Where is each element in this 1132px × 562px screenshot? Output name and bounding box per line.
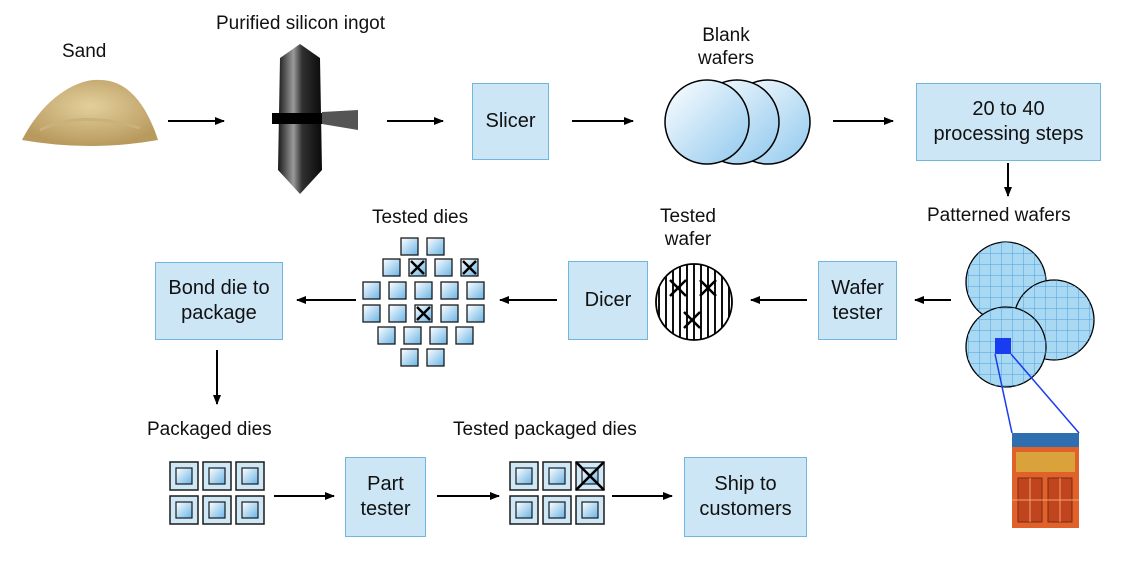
ship-to-customers-box: Ship to customers (684, 457, 807, 537)
die (466, 281, 485, 300)
label-tested-wafer: Tested wafer (660, 206, 716, 250)
bond-die-box: Bond die to package (155, 262, 283, 340)
dicer-label: Dicer (584, 289, 632, 311)
die (400, 237, 419, 256)
die (400, 348, 419, 367)
die (440, 281, 459, 300)
blank-wafers-icon (664, 79, 811, 165)
die (440, 304, 459, 323)
die (362, 281, 381, 300)
die (403, 326, 422, 345)
die (434, 258, 453, 277)
die (362, 304, 381, 323)
part-tester-label: Part tester (360, 473, 411, 520)
label-tested-dies: Tested dies (372, 207, 469, 228)
processing-steps-label: 20 to 40 processing steps (933, 98, 1084, 145)
label-ingot: Purified silicon ingot (216, 13, 385, 34)
die (414, 281, 433, 300)
die (382, 258, 401, 277)
die (388, 304, 407, 323)
ingot-icon (272, 44, 358, 194)
label-sand: Sand (62, 41, 107, 62)
tested-packaged-dies-icon (509, 461, 605, 525)
dicer-box: Dicer (568, 261, 648, 340)
processing-steps-box: 20 to 40 processing steps (916, 83, 1101, 161)
packaged-dies-icon (169, 461, 265, 525)
die (426, 237, 445, 256)
tested-wafer-icon (655, 263, 733, 341)
die (429, 326, 448, 345)
die (377, 326, 396, 345)
wafer-tester-label: Wafer tester (831, 276, 884, 324)
die (426, 348, 445, 367)
ship-to-customers-label: Ship to customers (699, 473, 792, 520)
die (455, 326, 474, 345)
die (466, 304, 485, 323)
part-tester-box: Part tester (345, 457, 426, 537)
die (388, 281, 407, 300)
chip-die-icon (1012, 433, 1079, 528)
label-patterned-wafers: Patterned wafers (927, 205, 1071, 226)
wafer-tester-box: Wafer tester (818, 261, 897, 340)
slicer-box: Slicer (472, 83, 549, 160)
tested-dies-icon (362, 237, 485, 367)
label-tested-packaged-dies: Tested packaged dies (453, 419, 637, 440)
label-packaged-dies: Packaged dies (147, 419, 272, 440)
label-blank-wafers: Blank wafers (698, 25, 754, 69)
bond-die-label: Bond die to package (168, 277, 270, 324)
patterned-wafers-icon (965, 241, 1095, 434)
flow-arrows (168, 117, 1012, 500)
slicer-label: Slicer (485, 110, 536, 132)
sand-pile-icon (22, 79, 158, 146)
